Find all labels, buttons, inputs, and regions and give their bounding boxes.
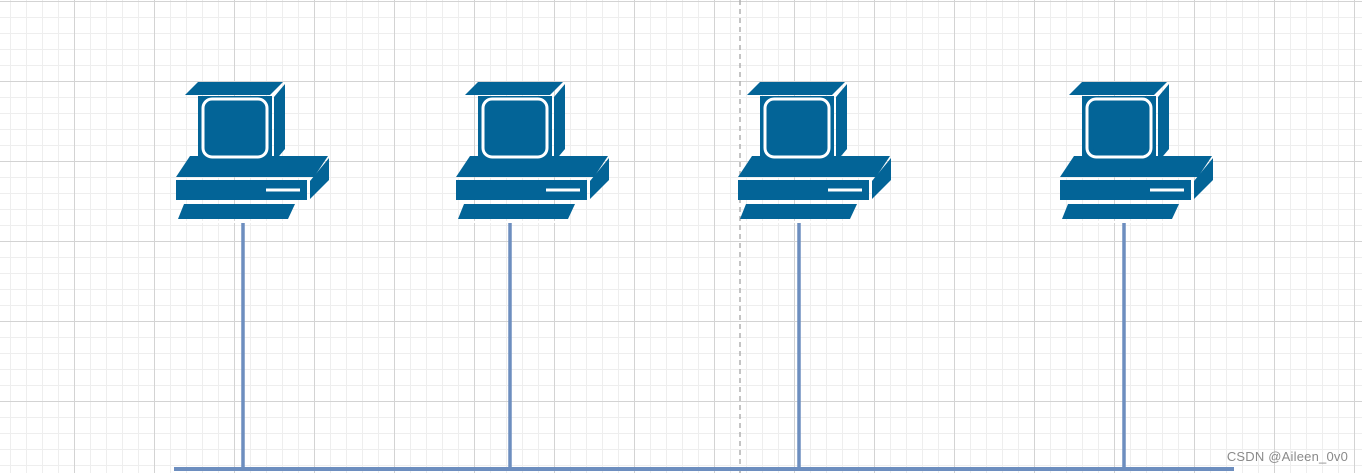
desktop-computer-icon[interactable] <box>1060 82 1213 224</box>
desktop-computer-icon[interactable] <box>176 82 329 224</box>
watermark-text: CSDN @Aileen_0v0 <box>1226 449 1348 464</box>
desktop-computer-icon[interactable] <box>738 82 891 224</box>
desktop-computer-icon[interactable] <box>456 82 609 224</box>
